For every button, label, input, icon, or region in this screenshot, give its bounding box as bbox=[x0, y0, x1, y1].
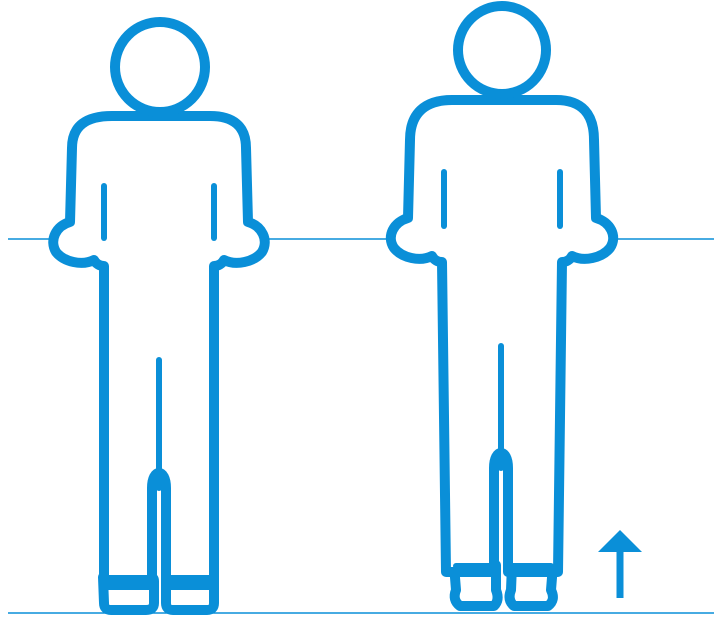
body bbox=[53, 116, 264, 585]
figure-flat-feet bbox=[53, 22, 264, 610]
figure-on-toes bbox=[391, 6, 613, 606]
head bbox=[115, 22, 205, 112]
body bbox=[391, 100, 613, 572]
up-arrow-icon bbox=[598, 530, 642, 598]
head bbox=[458, 6, 546, 94]
